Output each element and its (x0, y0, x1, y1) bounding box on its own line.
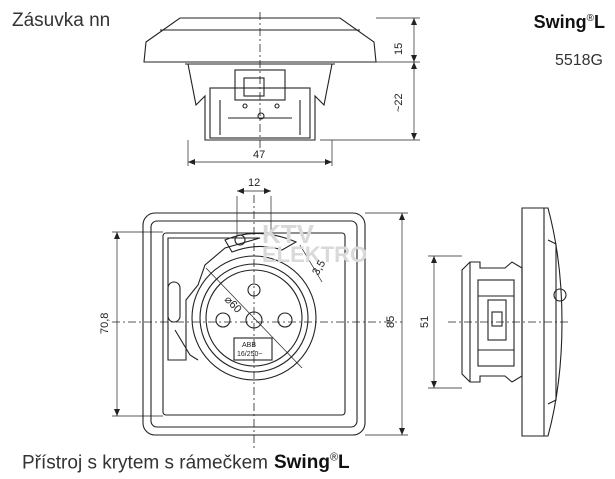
dim-body-width: 47 (253, 149, 265, 161)
dim-body-depth: ~22 (393, 93, 405, 112)
socket-label-brand: ABB (242, 342, 256, 349)
watermark-line1: KTV (262, 219, 315, 249)
socket-label-rating: 16/250~ (237, 351, 263, 358)
watermark-line2: ELEKTRO (262, 242, 367, 267)
dim-frame-size: 85 (385, 316, 397, 328)
drawing-title: Zásuvka nn (12, 10, 111, 31)
top-view (143, 17, 377, 141)
dim-socket-diameter: ⌀60 (222, 294, 244, 316)
dim-side-height: 51 (419, 316, 431, 328)
product-code: 5518G (554, 52, 603, 69)
dim-inner-height: 70,8 (99, 313, 111, 334)
caption-brand: Swing®L (273, 452, 350, 474)
dim-pin-spacing: 12 (248, 177, 260, 189)
brand-logo: Swing®L (533, 12, 605, 32)
dim-cover-depth: 15 (393, 43, 405, 55)
